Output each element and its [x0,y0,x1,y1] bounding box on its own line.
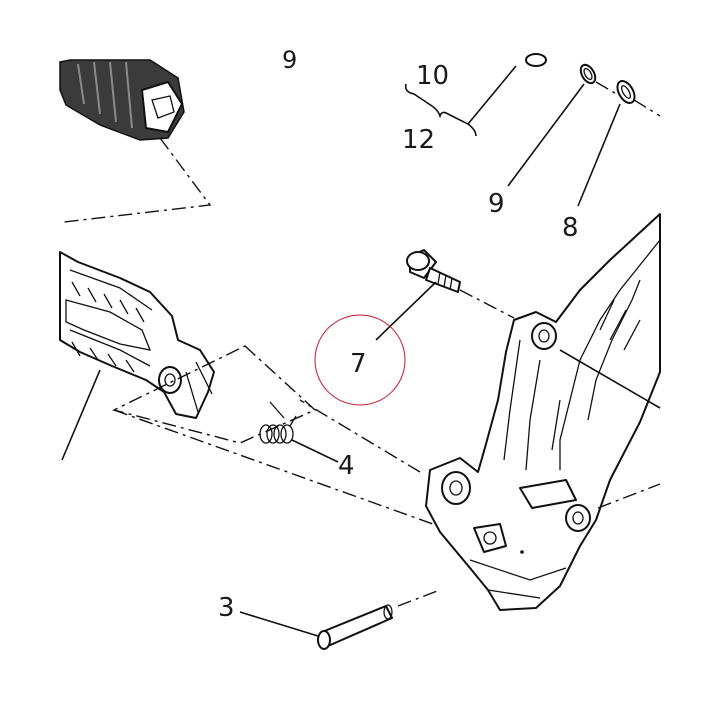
axle-pin-part [317,604,393,650]
leader-9-right [507,83,585,187]
highlight-circle-7 [314,314,406,406]
leader-10-12 [467,65,517,125]
circlip-part-9 [579,63,597,85]
leader-left-body [61,369,101,461]
leader-axle-pin [239,611,319,637]
callout-3: 3 [218,593,235,623]
brace-10-12 [404,83,477,137]
leader-spring [291,439,339,463]
alignment-right-a [299,399,421,473]
alignment-right-b [597,483,661,509]
callout-12: 12 [402,125,435,155]
footpeg-body-left [59,251,215,419]
callout-10: 10 [416,61,449,91]
mount-bracket-right [425,213,661,611]
leader-8 [577,103,621,207]
leader-top-peg [63,137,212,223]
leader-bolt [375,281,437,341]
callout-9-right: 9 [488,189,505,219]
callout-4: 4 [338,451,355,481]
leader-right-edge [559,349,661,409]
alignment-axle-pin [397,589,441,607]
callout-7: 7 [350,349,367,379]
washer-part-8 [616,80,636,104]
bolt-part [406,249,461,293]
rubber-footpeg-top [59,59,185,141]
callout-9-top: 9 [282,46,297,74]
spring-part [259,401,297,444]
alignment-top-right [595,81,661,117]
leader-bolt-axis [459,289,515,319]
alignment-box-left [111,345,317,444]
top-small-part [525,53,547,67]
callout-8: 8 [562,213,579,243]
